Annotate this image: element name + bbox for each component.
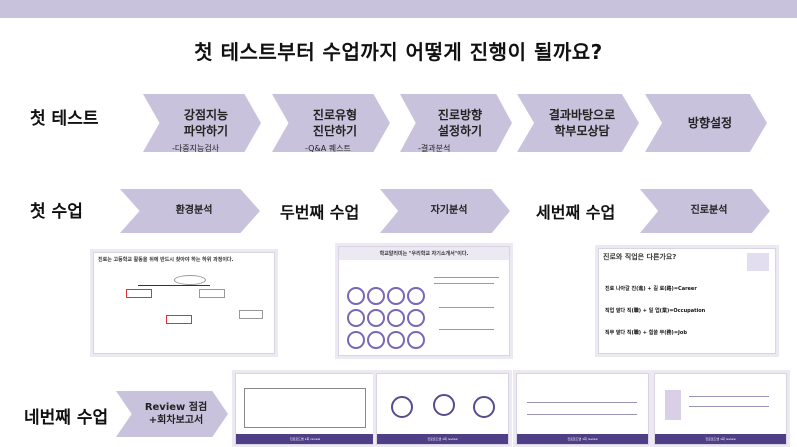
diagram-circle [407,331,425,349]
slide-footer: 진로로드맵 1회 review [517,434,648,444]
text-line [439,307,494,308]
row-label-second-lesson: 두번째 수업 [280,203,360,222]
step-career-type: 진로유형 진단하기 [272,94,390,152]
top-accent-bar [0,0,797,18]
text-line [439,329,494,330]
row-label-first-test: 첫 테스트 [30,109,99,129]
slide-review-3: 진로로드맵 1회 review [516,373,649,445]
diagram-circle [347,309,365,327]
note-result-analysis: -결과분석 [418,144,451,153]
diagram-circle [407,309,425,327]
slide-career-vs-job-title: 진로와 직업은 다른가요? [603,253,677,261]
step-strength: 강점지능 파악하기 [143,94,261,152]
slide-line-career: 진로 나아갈 진(進) + 길 로(路)=Career [605,286,697,292]
diagram-circle [387,331,405,349]
diagram-circle [391,396,413,418]
lesson-career-analysis: 진로분석 [640,189,770,233]
diagram-circle [473,396,495,418]
row-label-fourth-lesson: 네번째 수업 [24,408,109,428]
slide-footer: 진로로드맵 1회 review [377,434,508,444]
note-multi-intelligence: -다중지능검사 [172,144,220,153]
diagram-connector [138,285,210,286]
diagram-circle [367,309,385,327]
slide-review-2: 진로로드맵 1회 review [376,373,509,445]
illustration-image [747,253,769,271]
slide-career-vs-job: 진로와 직업은 다른가요? 진로 나아갈 진(進) + 길 로(路)=Caree… [598,248,776,354]
diagram-circle [407,287,425,305]
text-line [434,283,494,284]
row-label-third-lesson: 세번째 수업 [536,203,616,222]
note-qa-quest: -Q&A 퀘스트 [305,144,351,153]
diagram-circle [433,394,455,416]
text-line [527,414,637,415]
step-direction: 진로방향 설정하기 [400,94,512,152]
diagram-circle [387,309,405,327]
slide-environment-title: 진로는 고등학교 활동을 뒤에 반드시 찾아야 하는 하위 과정이다. [98,257,234,263]
page-title: 첫 테스트부터 수업까지 어떻게 진행이 될까요? [194,40,603,64]
step-set-direction: 방향설정 [645,94,767,152]
diagram-node-yes-2 [166,315,192,324]
lesson-self-analysis: 자기분석 [380,189,510,233]
diagram-circle [367,331,385,349]
diagram-node-yes [126,289,152,298]
slide-footer: 진로로드맵 1회 review [236,434,374,444]
step-parent-consult: 결과바탕으로 학부모상담 [517,94,639,152]
diagram-circle [347,287,365,305]
slide-line-occupation: 직업 맡다 직(職) + 일 업(業)=Occupation [605,308,706,314]
text-line [527,402,637,403]
diagram-node-no-2 [239,310,263,319]
slide-footer: 진로로드맵 1회 review [655,434,786,444]
slide-environment: 진로는 고등학교 활동을 뒤에 반드시 찾아야 하는 하위 과정이다. [93,252,275,354]
diagram-node-no [199,289,225,298]
slide-line-job: 직무 맡다 직(職) + 힘쓸 무(務)=Job [605,330,687,336]
slide-school-alimi-title: 학교알리미는 "우리학교 자기소개서"이다. [339,247,509,260]
diagram-circle [367,287,385,305]
slide-review-4: 진로로드맵 1회 review [654,373,787,445]
text-line [689,396,769,397]
diagram-node [174,275,206,285]
text-line [434,277,499,278]
lesson-environment-analysis: 환경분석 [120,189,260,233]
lesson-review-report: Review 점검 +회차보고서 [116,391,228,437]
diagram-circle [347,331,365,349]
diagram-circle [387,287,405,305]
table-grid [244,388,366,428]
slide-review-1: 진로로드맵 1회 review [235,373,375,445]
row-label-first-lesson: 첫 수업 [30,202,83,222]
text-line [689,406,769,407]
slide-school-alimi: 학교알리미는 "우리학교 자기소개서"이다. [338,246,510,356]
person-illustration [665,390,681,420]
